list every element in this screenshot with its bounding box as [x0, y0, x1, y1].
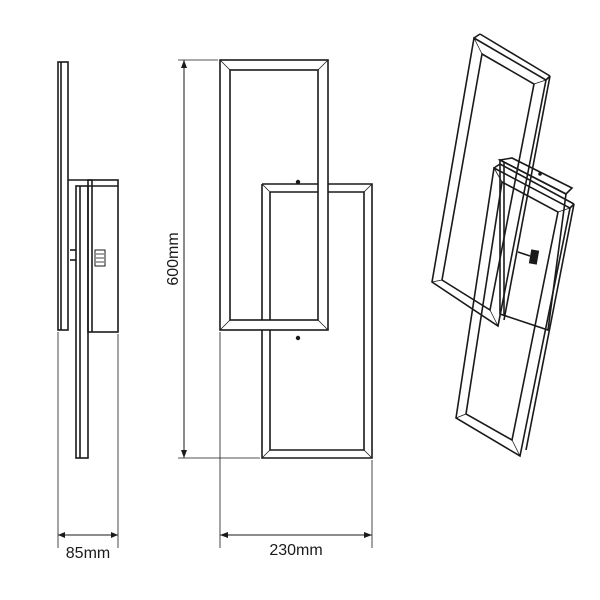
lower-frame-bevel: [261, 183, 271, 193]
perspective-mount-box-top: [497, 157, 574, 195]
side-switch: [94, 249, 106, 267]
front-frame-bevel: [431, 279, 443, 283]
width-label: 230mm: [269, 542, 322, 559]
width-dimension: 230mm: [219, 332, 373, 559]
upper-frame-outer: [219, 59, 329, 331]
height-label: 600mm: [165, 232, 182, 285]
rear-frame-inner: [465, 180, 559, 442]
height-dimension: 600mm: [165, 59, 260, 459]
rear-frame-side-edge: [525, 203, 575, 451]
upper-frame-bevel: [317, 319, 329, 331]
width-arrow-left: [220, 532, 228, 538]
rear-frame-top-edge: [499, 163, 575, 205]
front-frame-bevel: [489, 309, 499, 327]
front-frame-thickness: [473, 33, 481, 39]
lower-frame-inner: [269, 191, 365, 451]
depth-dimension: 85mm: [57, 332, 119, 562]
upper-frame-bevel: [219, 319, 231, 331]
side-view: [57, 61, 119, 459]
bottom-screw: [295, 335, 301, 341]
perspective-view: [431, 33, 575, 458]
height-arrow-bottom: [181, 450, 187, 458]
top-screw: [295, 179, 301, 185]
upper-frame-inner: [229, 69, 319, 321]
perspective-switch: [528, 249, 540, 265]
rear-frame-thickness: [493, 163, 501, 169]
lower-frame-bevel: [363, 449, 373, 459]
rear-frame-bevel: [455, 413, 467, 419]
upper-frame-bevel: [317, 59, 329, 71]
rear-frame-bevel: [493, 167, 503, 183]
rear-frame-bevel: [511, 439, 521, 457]
front-frame-bevel: [473, 37, 483, 55]
perspective-switch-arm: [517, 251, 531, 257]
side-mounting-box: [87, 179, 119, 333]
upper-frame-bevel: [219, 59, 231, 71]
width-arrow-right: [364, 532, 372, 538]
height-arrow-top: [181, 60, 187, 68]
front-view: [219, 59, 373, 459]
lower-frame-outer: [261, 183, 373, 459]
depth-arrow-left: [58, 532, 65, 538]
front-frame-side-edge: [503, 75, 551, 321]
front-frame-bevel: [533, 79, 547, 85]
side-front-panel: [57, 61, 69, 331]
perspective-screw: [538, 172, 542, 176]
lower-frame-bevel: [363, 183, 373, 193]
lower-frame-bevel: [261, 449, 271, 459]
rear-frame-bevel: [557, 207, 571, 213]
depth-arrow-right: [111, 532, 118, 538]
perspective-rear-frame: [455, 163, 575, 458]
perspective-front-frame: [431, 33, 551, 328]
side-rear-panel: [75, 185, 89, 459]
front-frame-top-edge: [479, 33, 551, 77]
depth-label: 85mm: [66, 545, 110, 562]
